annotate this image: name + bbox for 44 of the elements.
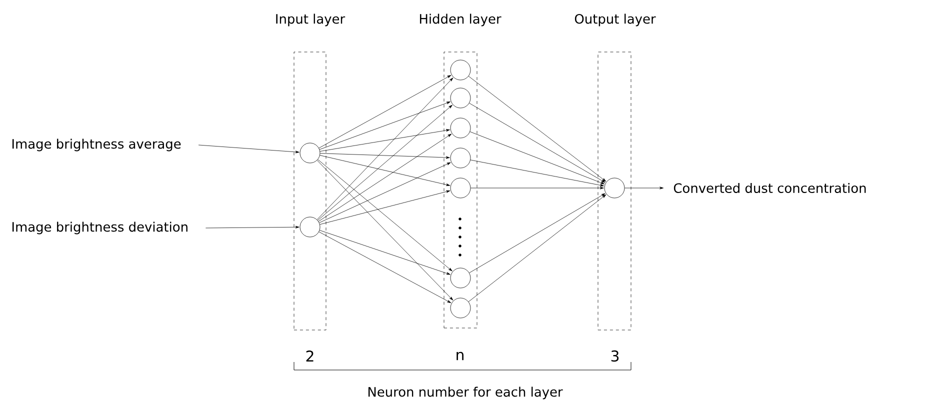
bracket-caption: Neuron number for each layer — [368, 386, 563, 400]
arrow — [468, 194, 606, 302]
neuron-count: 3 — [611, 350, 619, 362]
input-label: Image brightness deviation — [12, 222, 188, 234]
arrow — [318, 232, 452, 304]
arrow — [320, 155, 450, 186]
neuron-count: n — [456, 352, 464, 360]
arrow — [469, 102, 606, 183]
arrow — [470, 132, 605, 184]
layer-heading: Hidden layer — [420, 14, 502, 26]
arrow — [318, 104, 452, 221]
arrow — [198, 144, 300, 154]
arrow — [319, 162, 451, 223]
arrow — [320, 190, 450, 225]
neuron-circle — [300, 142, 320, 164]
arrow — [319, 230, 450, 275]
neuron-circle — [450, 60, 471, 80]
arrow — [470, 160, 604, 186]
arrow — [469, 193, 606, 274]
input-label: Converted dust concentration — [674, 182, 866, 194]
arrow — [319, 102, 450, 150]
arrow — [318, 75, 452, 148]
arrow — [318, 134, 452, 222]
neuron-circle — [450, 88, 471, 108]
layer-heading: Input layer — [276, 14, 346, 26]
arrow — [318, 159, 452, 272]
arrow — [470, 186, 604, 190]
neuron-circle — [450, 298, 471, 318]
arrow — [468, 76, 606, 182]
neuron-circle — [450, 118, 471, 138]
layer-heading: Output layer — [574, 14, 656, 26]
arrow — [624, 186, 664, 190]
neuron-circle — [300, 216, 320, 238]
neuron-count: 2 — [306, 350, 314, 362]
arrow — [316, 160, 454, 300]
neuron-circle — [450, 178, 471, 198]
arrow — [320, 153, 450, 159]
arrow — [206, 226, 300, 228]
neuron-circle — [450, 268, 471, 288]
arrow — [320, 129, 450, 152]
neuron-circle — [604, 178, 625, 198]
input-label: Image brightness average — [12, 138, 181, 152]
arrow — [316, 78, 454, 220]
neuron-circle — [450, 148, 471, 168]
